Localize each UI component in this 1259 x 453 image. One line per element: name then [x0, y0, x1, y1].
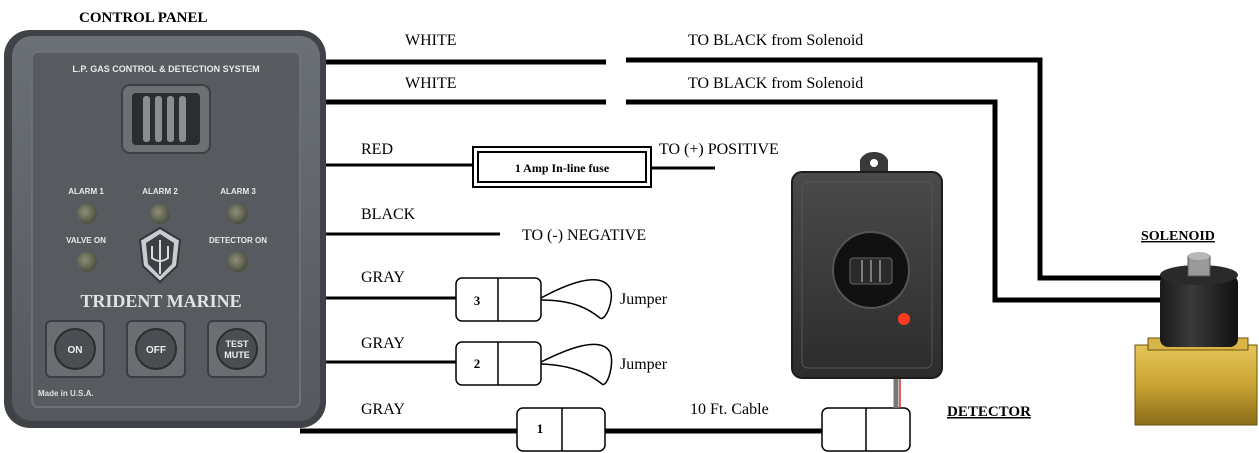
alarm1-led [77, 204, 97, 224]
white-label-1: WHITE [405, 32, 457, 49]
brand-label: TRIDENT MARINE [80, 291, 241, 311]
alarm3-led [228, 204, 248, 224]
jumper-label-2: Jumper [620, 356, 668, 373]
alarm2-label: ALARM 2 [142, 187, 178, 196]
detector-led [898, 313, 910, 325]
gas-detector [791, 152, 943, 408]
connector-1: 1 [516, 407, 606, 452]
alarm2-led [150, 204, 170, 224]
jumper-loop-2 [540, 343, 613, 386]
detector-connector [821, 407, 911, 452]
panel-header: L.P. GAS CONTROL & DETECTION SYSTEM [72, 64, 259, 74]
gray-label-1: GRAY [361, 401, 405, 418]
off-button-label: OFF [146, 345, 166, 356]
connector-3-label: 3 [474, 293, 481, 308]
on-button[interactable]: ON [45, 320, 105, 378]
connector-1-label: 1 [537, 421, 544, 436]
alarm3-label: ALARM 3 [220, 187, 256, 196]
red-label: RED [361, 141, 393, 158]
mute-label: MUTE [224, 350, 250, 360]
connector-2-label: 2 [474, 356, 481, 371]
detector-on-led [228, 252, 248, 272]
connector-2: 2 [455, 341, 542, 386]
inline-fuse: 1 Amp In-line fuse [472, 146, 652, 188]
control-panel: L.P. GAS CONTROL & DETECTION SYSTEM ALAR… [4, 30, 326, 428]
wires [300, 57, 1165, 434]
positive-label: TO (+) POSITIVE [659, 141, 779, 158]
detector-on-label: DETECTOR ON [209, 236, 267, 245]
jumper-loop-1 [540, 279, 612, 320]
cable-label: 10 Ft. Cable [690, 401, 769, 418]
to-black-label-1: TO BLACK from Solenoid [688, 32, 863, 49]
speaker-grille [121, 84, 211, 154]
gray-label-3: GRAY [361, 269, 405, 286]
solenoid-title: SOLENOID [1141, 229, 1215, 244]
gray-label-2: GRAY [361, 335, 405, 352]
solenoid-valve [1134, 252, 1258, 426]
valve-on-label: VALVE ON [66, 236, 106, 245]
fuse-label: 1 Amp In-line fuse [515, 161, 610, 175]
negative-label: TO (-) NEGATIVE [522, 227, 646, 244]
made-in-label: Made in U.S.A. [38, 389, 94, 398]
connector-3: 3 [455, 277, 542, 322]
test-label: TEST [225, 339, 249, 349]
trident-logo [138, 226, 182, 284]
test-mute-button[interactable]: TEST MUTE [207, 320, 267, 378]
to-black-label-2: TO BLACK from Solenoid [688, 75, 863, 92]
valve-on-led [77, 252, 97, 272]
black-label: BLACK [361, 206, 416, 223]
jumper-label-1: Jumper [620, 291, 668, 308]
alarm1-label: ALARM 1 [68, 187, 104, 196]
solenoid-wire-2 [626, 99, 1165, 303]
off-button[interactable]: OFF [126, 320, 186, 378]
detector-title: DETECTOR [947, 404, 1031, 420]
white-label-2: WHITE [405, 75, 457, 92]
on-button-label: ON [68, 345, 83, 356]
control-panel-title: CONTROL PANEL [79, 10, 208, 26]
solenoid-wire-1 [626, 57, 1165, 281]
